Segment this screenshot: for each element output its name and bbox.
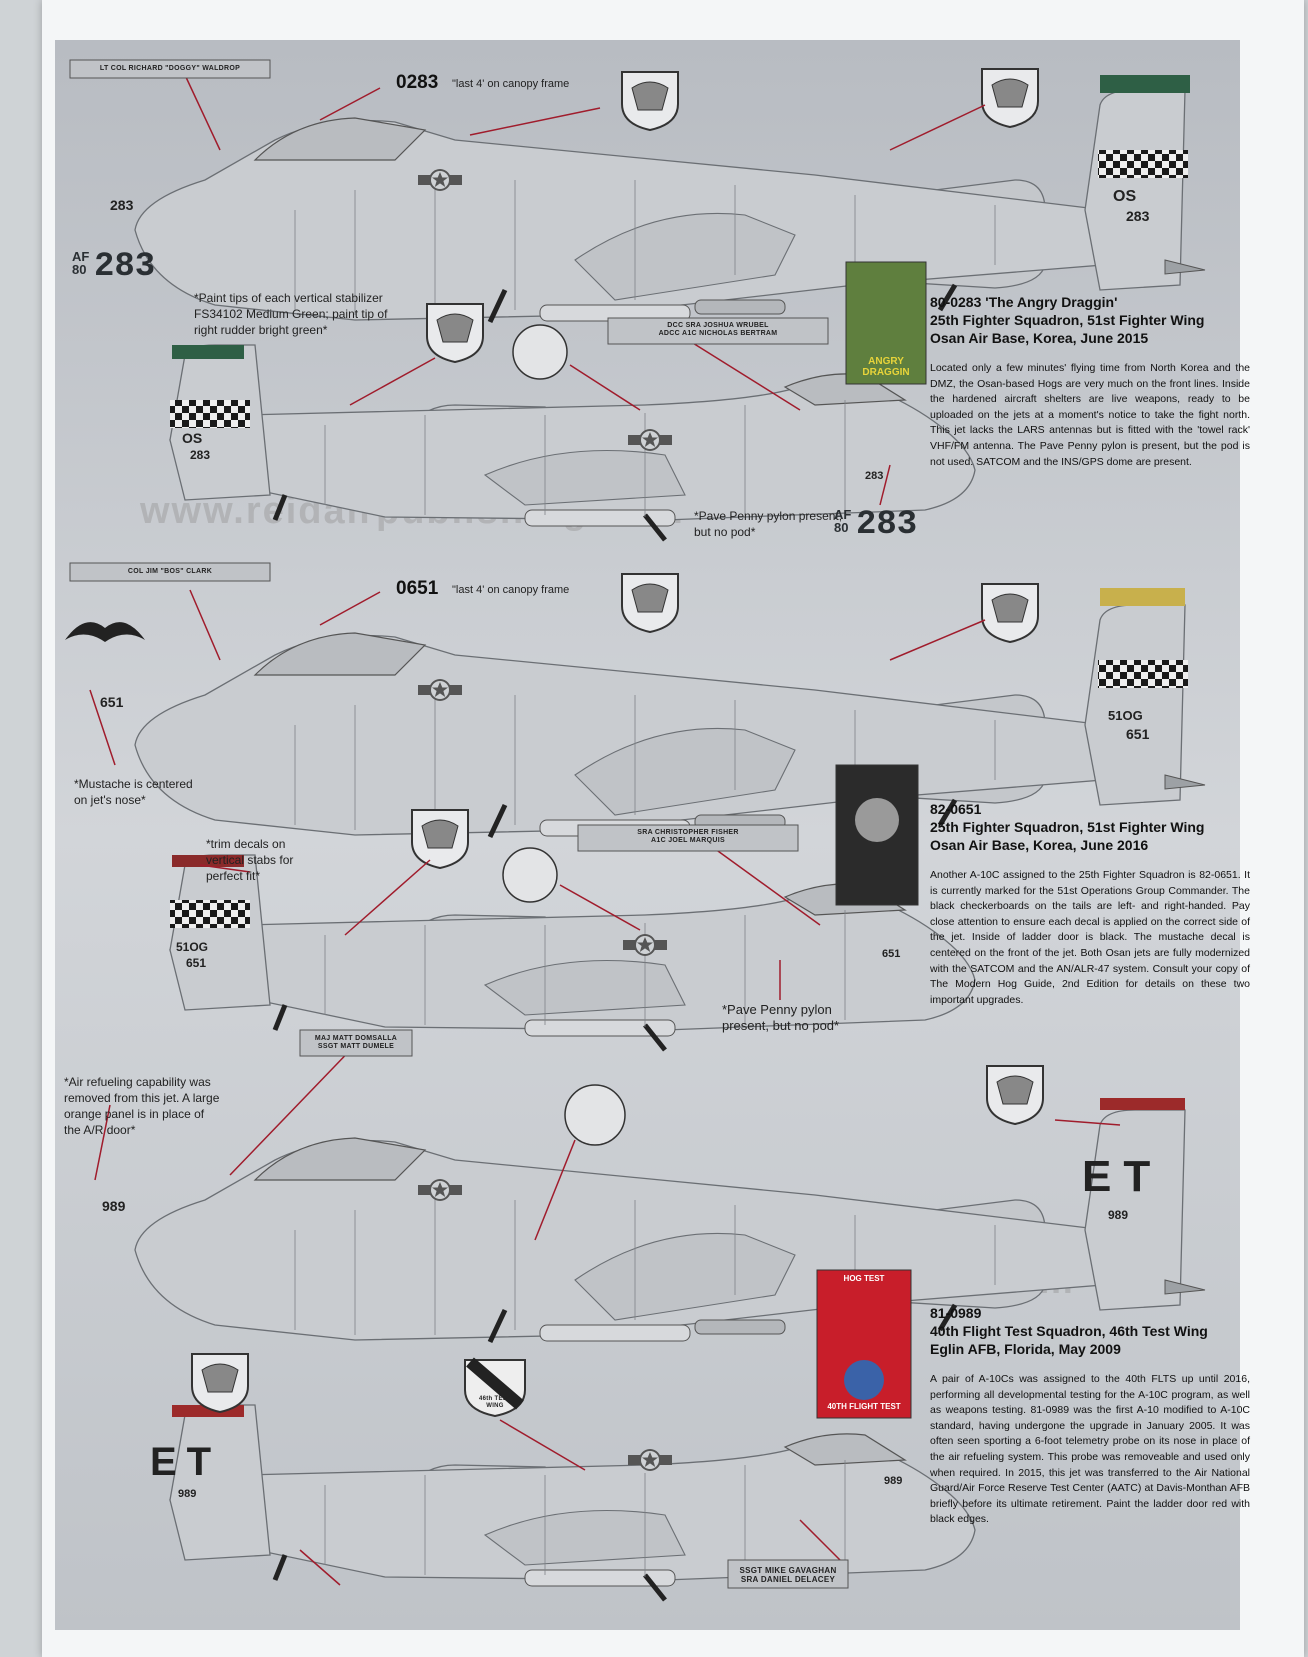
- pilot-name-strip-1: LT COL RICHARD "DOGGY" WALDROP: [99, 65, 241, 72]
- aircraft-info-2: 82-0651 25th Fighter Squadron, 51st Figh…: [930, 800, 1250, 1008]
- canopy-note-1: "last 4' on canopy frame: [452, 78, 570, 90]
- patch-top-label: HOG TEST: [843, 1274, 885, 1283]
- test-wing-badge-label: 46th TEST WING: [478, 1396, 512, 1409]
- aircraft-info-3: 81-0989 40th Flight Test Squadron, 46th …: [930, 1304, 1250, 1528]
- mustache-note: *Mustache is centered on jet's nose*: [74, 777, 193, 807]
- tail-number-6: 989: [178, 1488, 197, 1500]
- tail-code-3: 51OG: [1108, 708, 1143, 723]
- nose-number-4: 651: [882, 948, 901, 960]
- tail-code-5: ET: [1082, 1152, 1163, 1201]
- angry-draggin-patch: [845, 261, 927, 385]
- aircraft-description-3: A pair of A-10Cs was assigned to the 40t…: [930, 1373, 1250, 1526]
- paint-tip-note: *Paint tips of each vertical stabilizer …: [194, 291, 388, 337]
- tail-code-6: ET: [150, 1440, 222, 1484]
- jet-profile-1: [135, 90, 1205, 322]
- nose-number-5: 989: [102, 1198, 126, 1214]
- canopy-note-3: "last 4' on canopy frame: [452, 584, 570, 596]
- nose-number-2: 283: [865, 470, 884, 482]
- nose-number-3: 651: [100, 694, 124, 710]
- tail-code-2: OS: [182, 430, 203, 446]
- tail-number-4: 651: [186, 956, 207, 970]
- aircraft-title-3: 81-0989 40th Flight Test Squadron, 46th …: [930, 1305, 1208, 1357]
- trim-decal-note: *trim decals on vertical stabs for perfe…: [206, 837, 294, 883]
- nose-big-number-2: 283: [856, 506, 918, 544]
- nose-big-number-1: 283: [94, 248, 156, 286]
- tail-number-3: 651: [1126, 726, 1150, 742]
- tail-number-2: 283: [190, 448, 211, 462]
- pave-penny-note-4: *Pave Penny pylon present, but no pod*: [722, 1002, 840, 1033]
- mustache-icon: [65, 622, 145, 642]
- aircraft-title-1: 80-0283 'The Angry Draggin' 25th Fighter…: [930, 294, 1205, 346]
- aircraft-title-2: 82-0651 25th Fighter Squadron, 51st Figh…: [930, 801, 1205, 853]
- tail-code-1: OS: [1113, 188, 1137, 205]
- nose-number-6: 989: [884, 1475, 903, 1487]
- jet-profile-6: [170, 1405, 975, 1600]
- pilot-name-strip-3: COL JIM "BOS" CLARK: [127, 568, 213, 575]
- aircraft-info-1: 80-0283 'The Angry Draggin' 25th Fighter…: [930, 293, 1250, 470]
- tail-code-4: 51OG: [176, 940, 209, 954]
- tail-number-5: 989: [1108, 1208, 1129, 1222]
- pave-penny-note-2: *Pave Penny pylon present, but no pod*: [694, 509, 843, 539]
- nose-number-1: 283: [110, 197, 134, 213]
- patch-label-1: ANGRY DRAGGIN: [862, 356, 910, 378]
- patch-bottom-label: 40TH FLIGHT TEST: [827, 1402, 901, 1411]
- aircraft-description-1: Located only a few minutes' flying time …: [930, 362, 1250, 468]
- air-refueling-note: *Air refueling capability was removed fr…: [64, 1075, 220, 1137]
- canopy-serial-3: 0651: [396, 578, 439, 599]
- tail-number-1: 283: [1126, 208, 1150, 224]
- aircraft-description-2: Another A-10C assigned to the 25th Fight…: [930, 869, 1250, 1006]
- canopy-serial-1: 0283: [396, 72, 439, 93]
